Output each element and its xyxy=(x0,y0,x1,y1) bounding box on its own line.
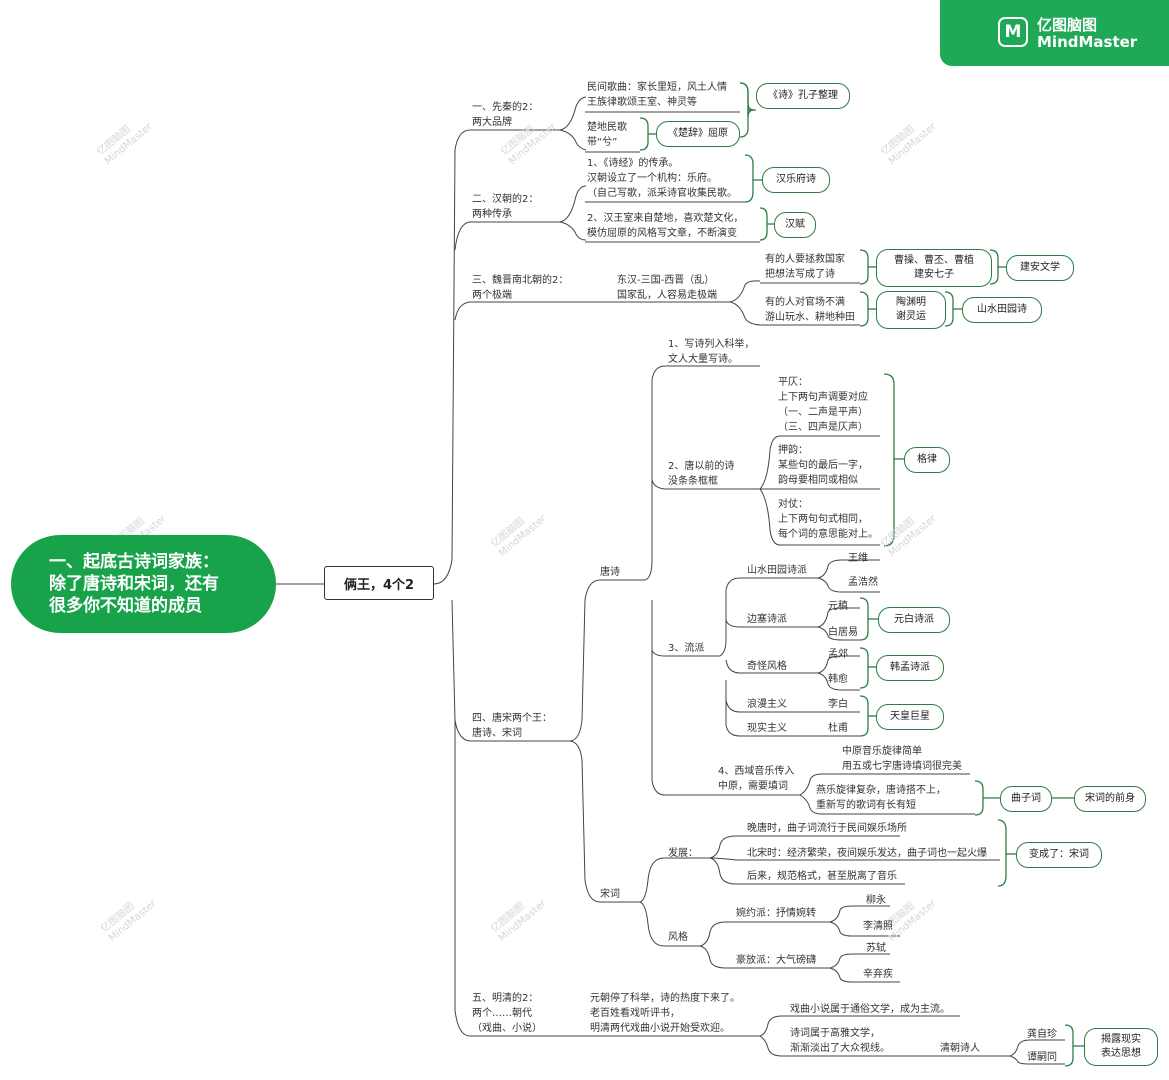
poet-hanyu[interactable]: 韩愈 xyxy=(828,674,848,685)
tang-branch-1[interactable]: 1、写诗列入科举， 文人大量写诗。 xyxy=(668,339,755,365)
brand-name-en: MindMaster xyxy=(1037,33,1138,51)
s2-tag-2[interactable]: 汉赋 xyxy=(774,212,816,238)
school-shanshui[interactable]: 山水田园诗派 xyxy=(747,565,807,576)
poet-yuanzhen[interactable]: 元稹 xyxy=(828,601,848,612)
s3-item-2[interactable]: 有的人对官场不满 游山玩水、耕地种田 xyxy=(765,297,855,323)
s3-tag-2[interactable]: 山水田园诗 xyxy=(962,297,1042,323)
tang-branch-2[interactable]: 2、唐以前的诗 没条条框框 xyxy=(668,461,735,487)
poet-mengjiao[interactable]: 孟郊 xyxy=(828,649,848,660)
song-label[interactable]: 宋词 xyxy=(600,889,620,900)
song-dev-3[interactable]: 后来，规范格式，甚至脱离了音乐 xyxy=(747,871,897,882)
tang-rule-yayun[interactable]: 押韵： 某些句的最后一字， 韵母要相同或相似 xyxy=(778,445,868,486)
school-langman[interactable]: 浪漫主义 xyxy=(747,699,787,710)
tag-expose-reality[interactable]: 揭露现实 表达思想 xyxy=(1084,1028,1158,1066)
section-5-label[interactable]: 五、明清的2： 两个……朝代 （戏曲、小说） xyxy=(472,993,542,1034)
s3-group-1[interactable]: 曹操、曹丕、曹植 建安七子 xyxy=(876,249,992,287)
s3-item-1[interactable]: 有的人要拯救国家 把想法写成了诗 xyxy=(765,254,845,280)
school-xianshi[interactable]: 现实主义 xyxy=(747,723,787,734)
b4-item-2[interactable]: 燕乐旋律复杂，唐诗搭不上， 重新写的歌词有长有短 xyxy=(816,785,946,811)
s5-item-1[interactable]: 戏曲小说属于通俗文学，成为主流。 xyxy=(790,1004,950,1015)
s5-item-2[interactable]: 诗词属于高雅文学， 渐渐淡出了大众视线。 xyxy=(790,1028,890,1054)
school-biansai[interactable]: 边塞诗派 xyxy=(747,614,787,625)
poet-menghaoran[interactable]: 孟浩然 xyxy=(848,577,878,588)
section-4-label[interactable]: 四、唐宋两个王： 唐诗、宋词 xyxy=(472,713,552,739)
section-3-label[interactable]: 三、魏晋南北朝的2： 两个极端 xyxy=(472,275,569,301)
central-topic[interactable]: 俩王，4个2 xyxy=(324,566,434,600)
tang-branch-3[interactable]: 3、流派 xyxy=(668,643,705,654)
tang-label[interactable]: 唐诗 xyxy=(600,567,620,578)
song-dev-label[interactable]: 发展： xyxy=(668,848,698,859)
poet-libai[interactable]: 李白 xyxy=(828,699,848,710)
s3-group-2[interactable]: 陶渊明 谢灵运 xyxy=(876,291,946,329)
tag-quzici[interactable]: 曲子词 xyxy=(1000,786,1052,812)
poet-baijuyi[interactable]: 白居易 xyxy=(828,627,858,638)
s2-item-2[interactable]: 2、汉王室来自楚地，喜欢楚文化， 模仿屈原的风格写文章，不断演变 xyxy=(587,213,744,239)
s1-tag-1[interactable]: 《诗》孔子整理 xyxy=(756,83,850,109)
school-qiguai[interactable]: 奇怪风格 xyxy=(747,661,787,672)
song-dev-2[interactable]: 北宋时：经济繁荣，夜间娱乐发达，曲子词也一起火爆 xyxy=(747,848,987,859)
root-topic[interactable]: 一、起底古诗词家族： 除了唐诗和宋词，还有 很多你不知道的成员 xyxy=(11,535,276,633)
song-dev-1[interactable]: 晚唐时，曲子词流行于民间娱乐场所 xyxy=(747,823,907,834)
poet-tansitong[interactable]: 谭嗣同 xyxy=(1027,1052,1057,1063)
poet-xinqiji[interactable]: 辛弃疾 xyxy=(863,969,893,980)
mindmaster-logo-icon: M xyxy=(998,17,1028,47)
tag-tianhuang[interactable]: 天皇巨星 xyxy=(876,704,944,730)
s1-item-1[interactable]: 民间歌曲：家长里短，风土人情 王族律歌颂王室、神灵等 xyxy=(587,82,727,108)
section-1-label[interactable]: 一、先秦的2： 两大品牌 xyxy=(472,102,539,128)
s1-tag-2[interactable]: 《楚辞》屈原 xyxy=(656,121,740,147)
brand-banner: M 亿图脑图 MindMaster xyxy=(940,0,1169,66)
tang-tag-gelv[interactable]: 格律 xyxy=(904,447,950,473)
s3-subtopic[interactable]: 东汉-三国-西晋（乱） 国家乱，人容易走极端 xyxy=(617,275,717,301)
s1-item-2[interactable]: 楚地民歌 带“兮” xyxy=(587,122,627,148)
poet-wangwei[interactable]: 王维 xyxy=(848,553,868,564)
style-wanyue[interactable]: 婉约派：抒情婉转 xyxy=(736,908,816,919)
style-haofang[interactable]: 豪放派：大气磅礴 xyxy=(736,955,816,966)
tag-hanmeng[interactable]: 韩孟诗派 xyxy=(876,655,944,681)
tag-yuanbai[interactable]: 元白诗派 xyxy=(878,607,950,633)
tang-branch-4[interactable]: 4、西域音乐传入 中原，需要填词 xyxy=(718,766,795,792)
section-2-label[interactable]: 二、汉朝的2： 两种传承 xyxy=(472,194,539,220)
poet-sushi[interactable]: 苏轼 xyxy=(866,943,886,954)
tag-songci-precursor[interactable]: 宋词的前身 xyxy=(1074,786,1146,812)
s3-tag-1[interactable]: 建安文学 xyxy=(1006,255,1074,281)
poet-gongzizhen[interactable]: 龚自珍 xyxy=(1027,1029,1057,1040)
s2-item-1[interactable]: 1、《诗经》的传承。 汉朝设立了一个机构：乐府。 （自己写歌，派采诗官收集民歌。 xyxy=(587,158,737,199)
poet-liqingzhao[interactable]: 李清照 xyxy=(863,921,893,932)
s5-qing-poets[interactable]: 清朝诗人 xyxy=(940,1043,980,1054)
poet-dufu[interactable]: 杜甫 xyxy=(828,723,848,734)
tang-rule-duizhang[interactable]: 对仗： 上下两句句式相同， 每个词的意思能对上。 xyxy=(778,499,878,540)
song-style-label[interactable]: 风格 xyxy=(668,932,688,943)
brand-name-cn: 亿图脑图 xyxy=(1037,16,1098,34)
s2-tag-1[interactable]: 汉乐府诗 xyxy=(762,167,830,193)
s5-subtopic[interactable]: 元朝停了科举，诗的热度下来了。 老百姓看戏听评书， 明清两代戏曲小说开始受欢迎。 xyxy=(590,993,740,1034)
tang-rule-pingze[interactable]: 平仄： 上下两句声调要对应 （一、二声是平声） （三、四声是仄声） xyxy=(778,377,868,433)
poet-liuyong[interactable]: 柳永 xyxy=(866,895,886,906)
b4-item-1[interactable]: 中原音乐旋律简单 用五或七字唐诗填词很完美 xyxy=(842,746,962,772)
tag-becomes-songci[interactable]: 变成了：宋词 xyxy=(1016,842,1102,868)
